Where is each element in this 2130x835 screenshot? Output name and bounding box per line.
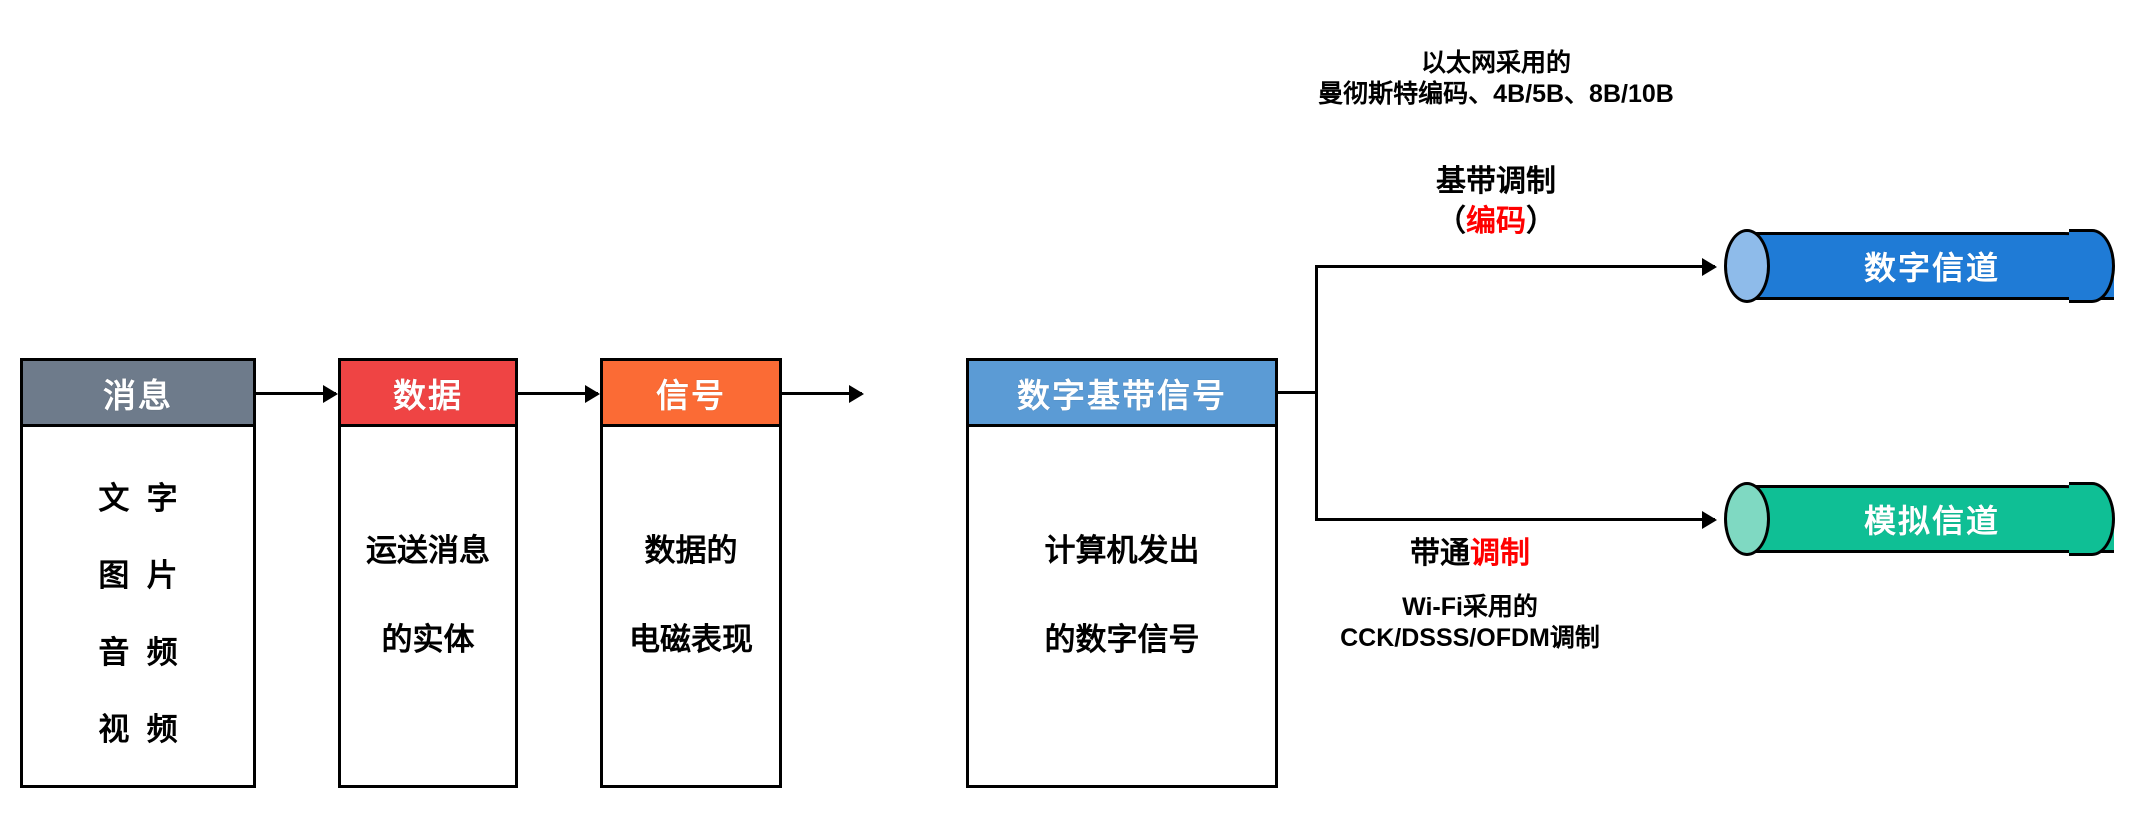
cylinder-body [1746, 232, 2114, 300]
annotation-passband-title: 带通 [1410, 537, 1470, 570]
stage-body-signal: 数据的 电磁表现 [603, 427, 779, 788]
stage-body-line: 的实体 [381, 622, 475, 657]
stage-body-line: 数据的 [644, 533, 738, 568]
channel-label-analog: 模拟信道 [1863, 503, 2000, 539]
annotation-wifi-modulation: Wi-Fi采用的 CCK/DSSS/OFDM调制 [1270, 592, 1670, 653]
arrow-branch-to-digital-channel [1315, 265, 1715, 268]
stage-body-line: 的数字信号 [1044, 622, 1200, 657]
stage-header-message: 消息 [23, 361, 253, 427]
annotation-ethernet-encoding: 以太网采用的 曼彻斯特编码、4B/5B、8B/10B [1196, 48, 1796, 109]
cylinder-right-cap [2069, 229, 2115, 303]
stage-header-signal: 信号 [603, 361, 779, 427]
annotation-wifi-line2: CCK/DSSS/OFDM调制 [1340, 623, 1600, 652]
annotation-ethernet-line2: 曼彻斯特编码、4B/5B、8B/10B [1318, 79, 1674, 108]
paren-open: （ [1436, 204, 1466, 238]
stage-header-digital-baseband-signal: 数字基带信号 [969, 361, 1275, 427]
stage-body-message: 文 字 图 片 音 频 视 频 [23, 427, 253, 788]
stage-body-digital-baseband-signal: 计算机发出 的数字信号 [969, 427, 1275, 788]
stage-body-data: 运送消息 的实体 [341, 427, 515, 788]
annotation-passband-keyword: 调制 [1470, 537, 1530, 570]
stage-box-data[interactable]: 数据 运送消息 的实体 [338, 358, 518, 788]
cylinder-right-cap [2069, 482, 2115, 556]
arrow-data-to-signal [518, 392, 598, 395]
cylinder-body [1746, 485, 2114, 553]
annotation-baseband-title: 基带调制 [1436, 165, 1556, 198]
branch-vertical-line [1315, 265, 1318, 521]
stage-body-line: 计算机发出 [1044, 533, 1200, 568]
stage-body-line: 电磁表现 [629, 622, 753, 657]
stage-body-line: 音 频 [98, 635, 178, 670]
channel-cylinder-digital[interactable]: 数字信道 [1724, 229, 2115, 303]
annotation-ethernet-line1: 以太网采用的 [1420, 49, 1571, 77]
stage-body-line: 视 频 [98, 712, 178, 747]
stage-body-line: 图 片 [98, 558, 178, 593]
cylinder-left-cap [1724, 229, 1770, 303]
annotation-baseband-keyword: 编码 [1466, 204, 1526, 238]
channel-cylinder-analog[interactable]: 模拟信道 [1724, 482, 2115, 556]
arrow-signal-to-digital-baseband [782, 392, 862, 395]
channel-label-digital: 数字信道 [1863, 250, 2000, 286]
branch-stem-line [1278, 391, 1318, 394]
annotation-baseband-subtitle: （编码） [1296, 202, 1696, 242]
stage-box-signal[interactable]: 信号 数据的 电磁表现 [600, 358, 782, 788]
paren-close: ） [1526, 204, 1556, 238]
annotation-baseband-modulation: 基带调制 （编码） [1296, 162, 1696, 241]
annotation-wifi-line1: Wi-Fi采用的 [1402, 593, 1538, 621]
stage-body-line: 文 字 [98, 481, 178, 516]
arrow-branch-to-analog-channel [1315, 518, 1715, 521]
stage-box-digital-baseband-signal[interactable]: 数字基带信号 计算机发出 的数字信号 [966, 358, 1278, 788]
annotation-passband-modulation: 带通调制 [1270, 536, 1670, 573]
arrow-message-to-data [256, 392, 336, 395]
stage-header-data: 数据 [341, 361, 515, 427]
cylinder-left-cap [1724, 482, 1770, 556]
stage-body-line: 运送消息 [366, 533, 490, 568]
stage-box-message[interactable]: 消息 文 字 图 片 音 频 视 频 [20, 358, 256, 788]
